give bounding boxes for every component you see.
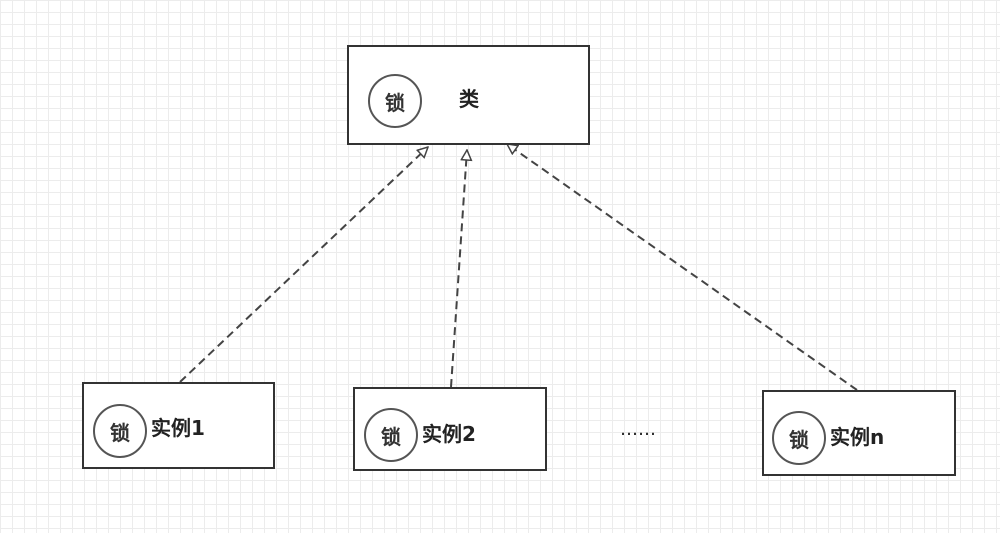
class-node: 锁 类 (347, 45, 590, 145)
lock-label: 锁 (385, 90, 405, 115)
lock-circle: 锁 (772, 411, 826, 465)
ellipsis-text: …… (620, 419, 656, 440)
instance-label: 实例2 (422, 422, 476, 446)
instance-node: 锁 实例n (762, 390, 956, 476)
instance-label: 实例n (830, 425, 885, 449)
lock-circle: 锁 (364, 408, 418, 462)
instance-node: 锁 实例1 (82, 382, 275, 469)
lock-circle: 锁 (368, 74, 422, 128)
arrow-instancen-to-class (507, 144, 858, 391)
instance-label: 实例1 (151, 416, 205, 440)
lock-circle: 锁 (93, 404, 147, 458)
lock-label: 锁 (110, 420, 130, 445)
lock-label: 锁 (789, 427, 809, 452)
lock-label: 锁 (381, 424, 401, 449)
instance-node: 锁 实例2 (353, 387, 547, 471)
arrow-instance1-to-class (179, 147, 428, 383)
class-label: 类 (459, 87, 479, 111)
arrow-instance2-to-class (450, 150, 467, 388)
